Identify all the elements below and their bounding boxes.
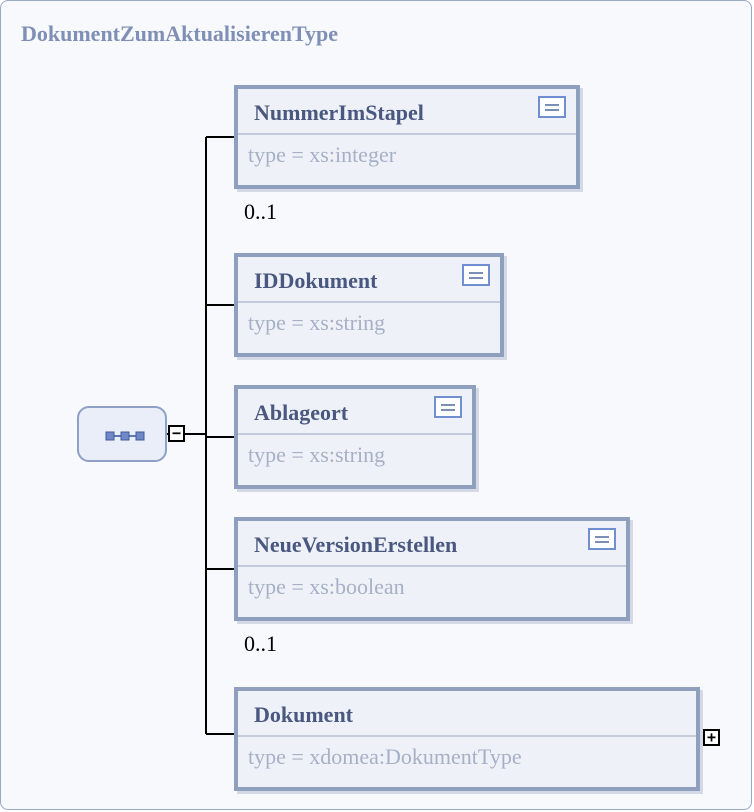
element-type: type = xs:integer — [248, 142, 397, 167]
sequence-compositor[interactable] — [77, 406, 167, 462]
element-name: IDDokument — [254, 268, 378, 293]
documentation-icon[interactable] — [588, 528, 616, 550]
element-box-iddokument[interactable]: IDDokument type = xs:string — [234, 253, 504, 357]
sequence-icon — [105, 431, 145, 441]
element-name: NeueVersionErstellen — [254, 532, 458, 557]
element-name: Dokument — [254, 702, 354, 727]
element-box-dokument[interactable]: Dokument type = xdomea:DokumentType — [234, 687, 700, 791]
element-type: type = xs:string — [248, 442, 386, 467]
element-box-neueversionerstellen[interactable]: NeueVersionErstellen type = xs:boolean — [234, 517, 630, 621]
occurrence-label: 0..1 — [244, 199, 277, 224]
element-header: Ablageort — [238, 389, 472, 435]
element-box-ablageort[interactable]: Ablageort type = xs:string — [234, 385, 476, 489]
element-header: NeueVersionErstellen — [238, 521, 626, 567]
element-type: type = xs:boolean — [248, 574, 405, 599]
element-box-nummerimstapel[interactable]: NummerImStapel type = xs:integer — [234, 85, 580, 189]
complex-type-title: DokumentZumAktualisierenType — [21, 21, 339, 46]
element-header: Dokument — [238, 691, 696, 737]
documentation-icon[interactable] — [538, 96, 566, 118]
documentation-icon[interactable] — [462, 264, 490, 286]
expand-toggle-icon[interactable]: + — [703, 729, 720, 746]
element-header: IDDokument — [238, 257, 500, 303]
documentation-icon[interactable] — [434, 396, 462, 418]
element-type: type = xdomea:DokumentType — [248, 744, 522, 769]
occurrence-label: 0..1 — [244, 631, 277, 656]
collapse-toggle-icon[interactable]: − — [168, 425, 185, 442]
element-name: NummerImStapel — [254, 100, 424, 125]
element-type: type = xs:string — [248, 310, 386, 335]
element-name: Ablageort — [254, 400, 349, 425]
element-header: NummerImStapel — [238, 89, 576, 135]
